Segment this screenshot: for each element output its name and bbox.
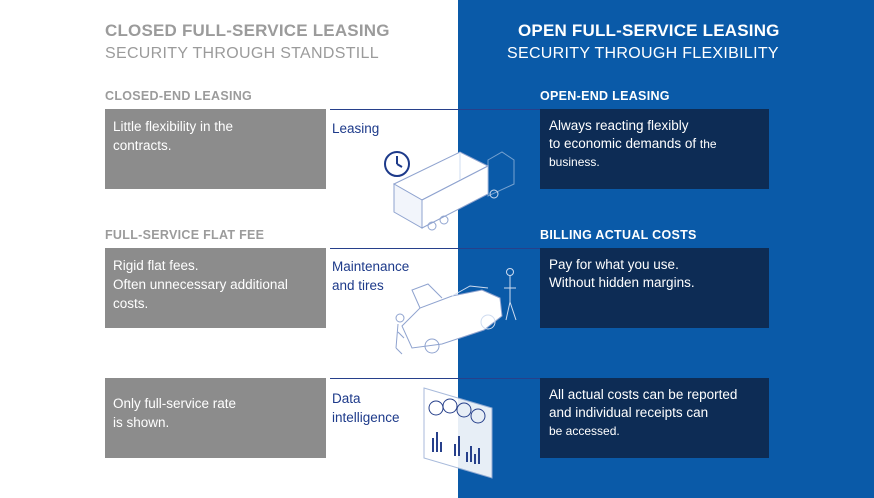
text-line: All actual costs can be reported [549,387,738,402]
text-line: Rigid flat fees. [113,258,199,273]
text-line: Without hidden margins. [549,275,695,290]
text-line: costs. [113,296,149,311]
text-line: Maintenance [332,259,410,274]
text-line: business. [549,155,600,169]
left-section-heading-2: FULL-SERVICE FLAT FEE [105,228,265,242]
text-line: to economic demands of the [549,135,760,153]
right-title: OPEN FULL-SERVICE LEASING [518,21,780,40]
clock-icon [384,151,410,177]
left-box-2: Rigid flat fees. Often unnecessary addit… [105,248,326,328]
connector-line-1 [330,109,540,110]
text-line: is shown. [113,415,170,430]
connector-line-3 [330,378,540,379]
right-box-2: Pay for what you use. Without hidden mar… [540,248,769,328]
left-subtitle: SECURITY THROUGH STANDSTILL [105,45,379,62]
right-section-heading-1: OPEN-END LEASING [540,89,670,103]
text-line: Only full-service rate [113,396,237,411]
text-fragment: the [699,137,717,151]
right-section-heading-2: BILLING ACTUAL COSTS [540,228,697,242]
left-title: CLOSED FULL-SERVICE LEASING [105,21,390,40]
text-line: contracts. [113,138,172,153]
middle-label-data: Data intelligence [332,389,400,427]
text-line: Leasing [332,121,380,136]
left-section-heading-1: CLOSED-END LEASING [105,89,253,103]
text-line: Little flexibility in the [113,119,234,134]
middle-label-leasing: Leasing [332,119,379,138]
text-line: be accessed. [549,424,620,438]
truck-illustration [392,151,515,231]
data-dashboard-illustration [423,387,493,479]
middle-label-maintenance: Maintenance and tires [332,257,409,295]
text-line: intelligence [332,410,400,425]
text-line: Data [332,391,361,406]
text-line: Pay for what you use. [549,257,679,272]
right-box-1: Always reacting flexibly to economic dem… [540,109,769,189]
text-fragment: to economic demands of [549,136,697,151]
text-line: and tires [332,278,384,293]
text-line: and individual receipts can [549,405,709,420]
left-box-1: Little flexibility in the contracts. [105,109,326,189]
right-box-3: All actual costs can be reported and ind… [540,378,769,458]
left-box-3: Only full-service rate is shown. [105,378,326,458]
car-mechanic-illustration [395,268,517,355]
text-line: Often unnecessary additional [113,277,288,292]
text-line: Always reacting flexibly [549,118,689,133]
connector-line-2 [330,248,540,249]
right-subtitle: SECURITY THROUGH FLEXIBILITY [507,45,779,62]
